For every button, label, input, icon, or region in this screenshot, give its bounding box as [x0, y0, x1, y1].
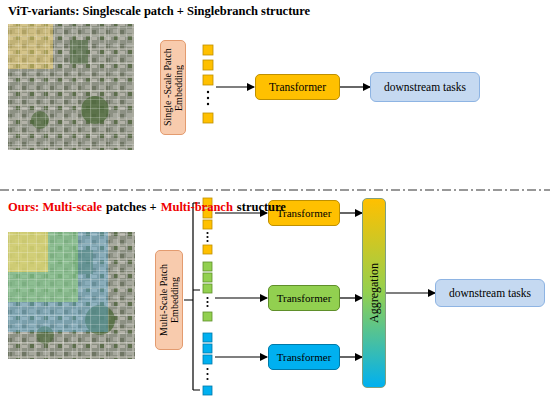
patch-tokens [203, 45, 213, 123]
node-text: Transformer [277, 292, 332, 304]
section-heading: Ours: Multi-scale [8, 200, 102, 214]
embedding-box: Single -Scale Patch Embedding [160, 40, 186, 135]
node-text: Transformer [269, 81, 326, 93]
token-arrow [215, 213, 267, 357]
section-heading: structure [237, 200, 286, 214]
token-arrow [216, 86, 254, 87]
section-heading-line: Ours: Multi-scale patches + Multi-branch st… [8, 200, 290, 215]
patch-tokens [203, 262, 212, 321]
node-text: Multi-Scale Patch Embedding [159, 251, 180, 349]
flow-arrow [340, 212, 362, 213]
node-text: Single -Scale Patch Embedding [163, 41, 184, 134]
section-heading: patches + [106, 200, 157, 214]
node-text: downstream tasks [384, 81, 466, 93]
transformer-box: Transformer [268, 344, 340, 370]
node-text: Aggregation [368, 263, 381, 323]
task-box: downstream tasks [435, 279, 545, 307]
task-box: downstream tasks [370, 72, 480, 102]
transformer-box: Transformer [255, 74, 340, 100]
satellite-image [8, 232, 135, 359]
section-separator [0, 189, 550, 190]
section-heading: ViT-variants: Singlescale patch + Single… [8, 4, 310, 19]
transformer-box: Transformer [268, 285, 340, 311]
flow-arrow [340, 86, 370, 87]
section-heading: Multi-branch [161, 200, 233, 214]
node-text: downstream tasks [449, 287, 531, 299]
embedding-box: Multi-Scale Patch Embedding [155, 250, 183, 350]
satellite-image [8, 24, 134, 150]
patch-tokens [203, 333, 212, 395]
branch-bracket [184, 203, 200, 390]
flow-arrow [340, 356, 362, 357]
flow-arrow [340, 297, 362, 298]
node-text: Transformer [277, 351, 332, 363]
flow-arrow [386, 292, 435, 293]
ellipsis-dots [206, 232, 208, 380]
aggregation-box: Aggregation [362, 198, 386, 388]
ellipsis-dots [207, 91, 209, 105]
